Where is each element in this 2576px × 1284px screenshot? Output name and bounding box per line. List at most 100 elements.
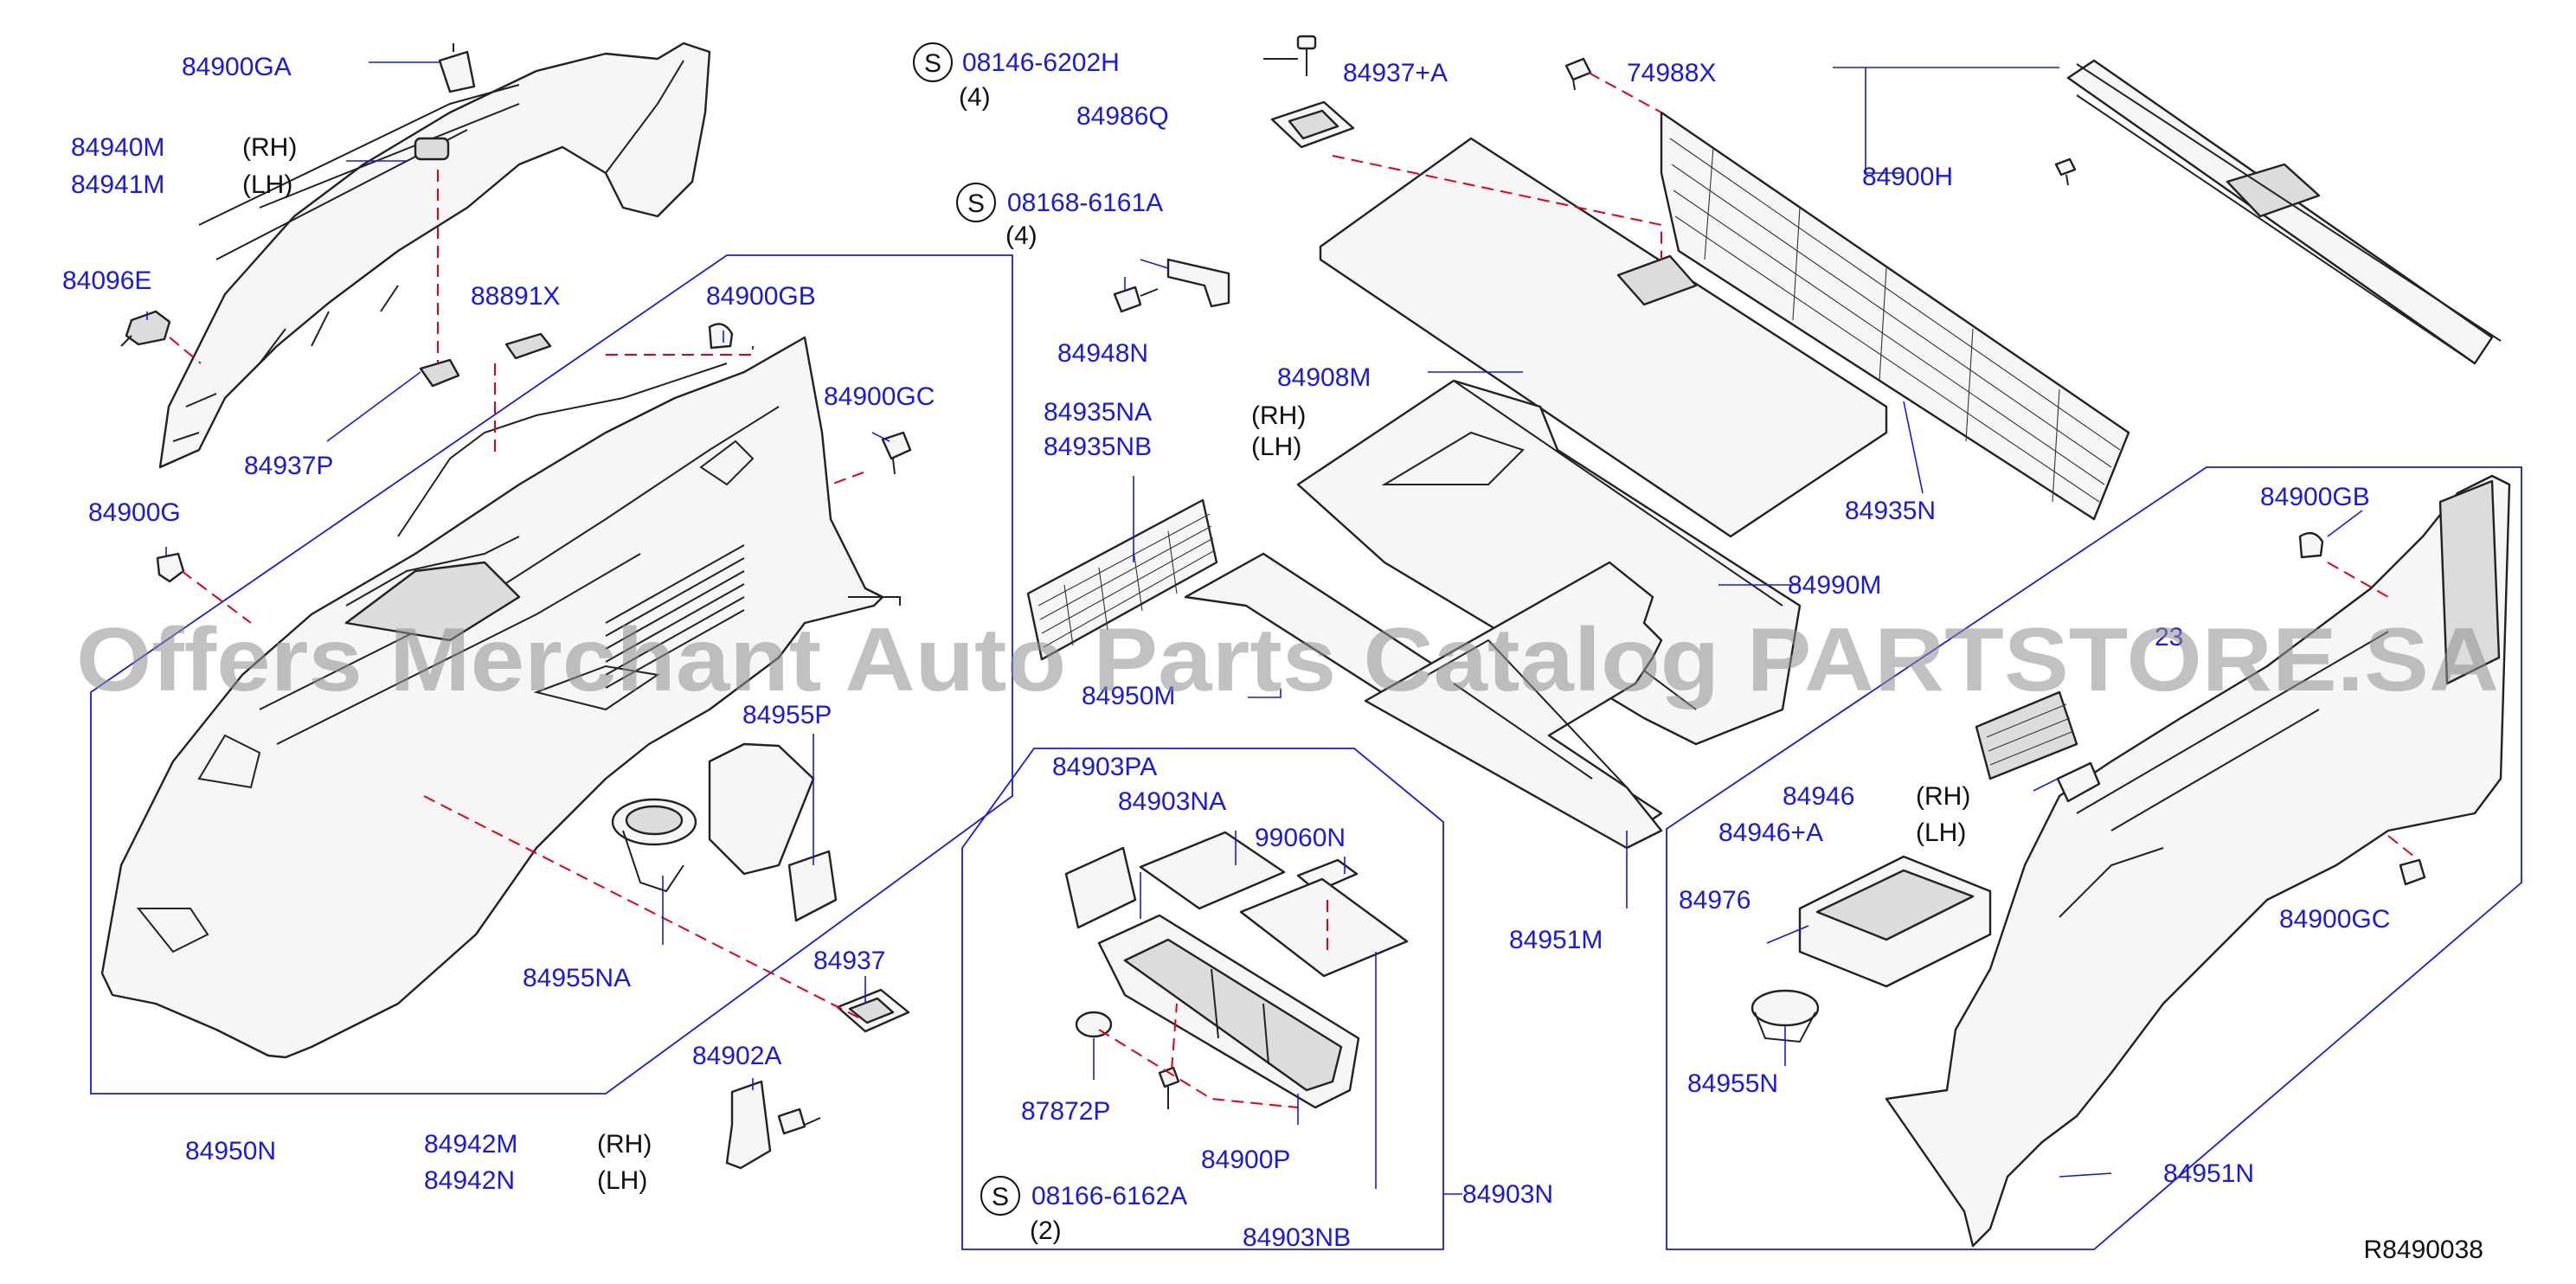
screw-symbol-08166: S [980, 1176, 1020, 1216]
group-box-84951n [1666, 466, 2522, 1250]
quantity-label: (4) [959, 83, 991, 112]
cup-holder-84955n [1751, 989, 1820, 1043]
leader-lines [146, 61, 2363, 1195]
part-label-84900gb[interactable]: 84900GB [706, 282, 816, 311]
screw-symbol-08168: S [956, 183, 996, 222]
handle-84937 [836, 988, 910, 1033]
part-label-23-partial[interactable]: 23 [2155, 623, 2183, 652]
part-label-88891x[interactable]: 88891X [471, 282, 560, 311]
part-label-84955p[interactable]: 84955P [742, 701, 832, 729]
part-label-84942n[interactable]: 84942N [424, 1166, 515, 1195]
part-label-84900gc-right[interactable]: 84900GC [2279, 905, 2390, 934]
part-label-87872p[interactable]: 87872P [1021, 1097, 1110, 1126]
part-label-08146-6202h[interactable]: 08146-6202H [962, 48, 1120, 77]
clip-84900h [2054, 157, 2077, 186]
clip-88891x [504, 332, 552, 360]
side-label-rh: (RH) [1916, 782, 1970, 811]
lower-quarter-trim-84950n [100, 336, 901, 1059]
part-label-84902a[interactable]: 84902A [692, 1042, 781, 1070]
group-box-84903n [961, 748, 1444, 1250]
part-label-84955n[interactable]: 84955N [1687, 1069, 1778, 1098]
quantity-label: (4) [1005, 221, 1037, 250]
part-label-84908m[interactable]: 84908M [1277, 363, 1371, 392]
cup-holder-84955na [611, 742, 815, 893]
part-label-84948n[interactable]: 84948N [1057, 339, 1148, 368]
quantity-label: (2) [1030, 1217, 1062, 1245]
part-label-84096e[interactable]: 84096E [62, 266, 151, 295]
part-label-84935nb[interactable]: 84935NB [1044, 433, 1152, 461]
part-label-08166-6162a[interactable]: 08166-6162A [1031, 1182, 1187, 1210]
floor-board-84951m [1364, 561, 1663, 850]
part-label-99060n[interactable]: 99060N [1255, 824, 1346, 852]
part-label-84986q[interactable]: 84986Q [1076, 102, 1169, 131]
part-label-84946[interactable]: 84946 [1783, 782, 1854, 811]
part-label-84937p[interactable]: 84937P [244, 452, 333, 480]
screw-symbol-08146: S [913, 42, 953, 82]
clip-84900g [156, 552, 185, 583]
part-label-84903pa[interactable]: 84903PA [1052, 753, 1157, 781]
screw-08146-6202h [1263, 35, 1317, 76]
side-label-lh: (LH) [597, 1166, 647, 1195]
svg-text:S: S [992, 1183, 1009, 1211]
side-label-rh: (RH) [597, 1130, 652, 1159]
clip-84900gc-left [881, 431, 912, 475]
lid-84955p [787, 850, 838, 922]
clip-84900gb-right [2298, 531, 2324, 559]
lid-84946 [2056, 761, 2101, 803]
diagram-reference-code: R8490038 [2364, 1236, 2483, 1264]
part-label-84951n[interactable]: 84951N [2163, 1159, 2254, 1188]
sill-plate-84990m [2066, 59, 2502, 365]
svg-text:S: S [924, 49, 941, 78]
part-label-84940m[interactable]: 84940M [71, 133, 164, 162]
part-label-84941m[interactable]: 84941M [71, 170, 164, 199]
screw-08166-6162a [1158, 1066, 1180, 1109]
handle-84937p [419, 358, 460, 388]
part-label-84946-a[interactable]: 84946+A [1718, 819, 1823, 847]
part-label-84950n[interactable]: 84950N [185, 1137, 276, 1165]
plug-87872p [1075, 1011, 1113, 1038]
lid-84903na [1139, 831, 1286, 910]
part-label-84935n[interactable]: 84935N [1845, 497, 1936, 525]
upper-quarter-trim-84940m [158, 42, 711, 469]
clip-84900gc-right [2399, 858, 2426, 886]
part-label-84937-a[interactable]: 84937+A [1343, 59, 1448, 87]
cargo-net-84935n [1660, 111, 2130, 521]
clip-84900gb-left [708, 323, 734, 350]
part-label-84942m[interactable]: 84942M [424, 1130, 517, 1159]
side-label-lh: (LH) [1916, 819, 1966, 847]
side-label-rh: (RH) [242, 133, 297, 162]
part-label-84903na[interactable]: 84903NA [1118, 787, 1226, 816]
clip-84900ga [438, 43, 476, 93]
part-label-84976[interactable]: 84976 [1679, 886, 1751, 915]
side-label-lh: (LH) [242, 170, 292, 199]
part-label-84903nb[interactable]: 84903NB [1243, 1223, 1351, 1252]
hook-84096e [120, 310, 171, 347]
side-label-rh: (RH) [1251, 401, 1306, 430]
part-label-84900p[interactable]: 84900P [1201, 1146, 1290, 1174]
storage-box-84976 [1798, 855, 1992, 988]
part-label-84951m[interactable]: 84951M [1509, 926, 1603, 954]
part-label-84955na[interactable]: 84955NA [523, 964, 631, 992]
part-label-08168-6161a[interactable]: 08168-6161A [1007, 189, 1163, 217]
part-label-84900ga[interactable]: 84900GA [182, 53, 292, 81]
part-label-84903n[interactable]: 84903N [1462, 1180, 1553, 1209]
side-label-lh: (LH) [1251, 433, 1301, 461]
svg-text:S: S [967, 189, 985, 218]
lid-84903pa [1064, 846, 1137, 929]
part-label-84937[interactable]: 84937 [813, 947, 885, 975]
lower-quarter-trim-84951n [1885, 474, 2511, 1248]
part-label-84900gb-right[interactable]: 84900GB [2260, 483, 2370, 511]
part-label-84900h[interactable]: 84900H [1862, 163, 1953, 191]
part-label-84950m[interactable]: 84950M [1082, 682, 1175, 710]
side-net-84935na [1026, 498, 1218, 661]
lid-84903nb [1239, 877, 1409, 978]
part-label-84900gc[interactable]: 84900GC [824, 382, 935, 411]
floor-board-84908m [1319, 137, 1888, 538]
part-label-84900g[interactable]: 84900G [88, 498, 181, 527]
part-label-84990m[interactable]: 84990M [1788, 571, 1881, 600]
watermark-text: Offers Merchant Auto Parts Catalog PARTS… [76, 610, 2499, 710]
bracket-84942m [725, 1080, 821, 1170]
part-label-84935na[interactable]: 84935NA [1044, 398, 1152, 427]
part-label-74988x[interactable]: 74988X [1627, 59, 1716, 87]
